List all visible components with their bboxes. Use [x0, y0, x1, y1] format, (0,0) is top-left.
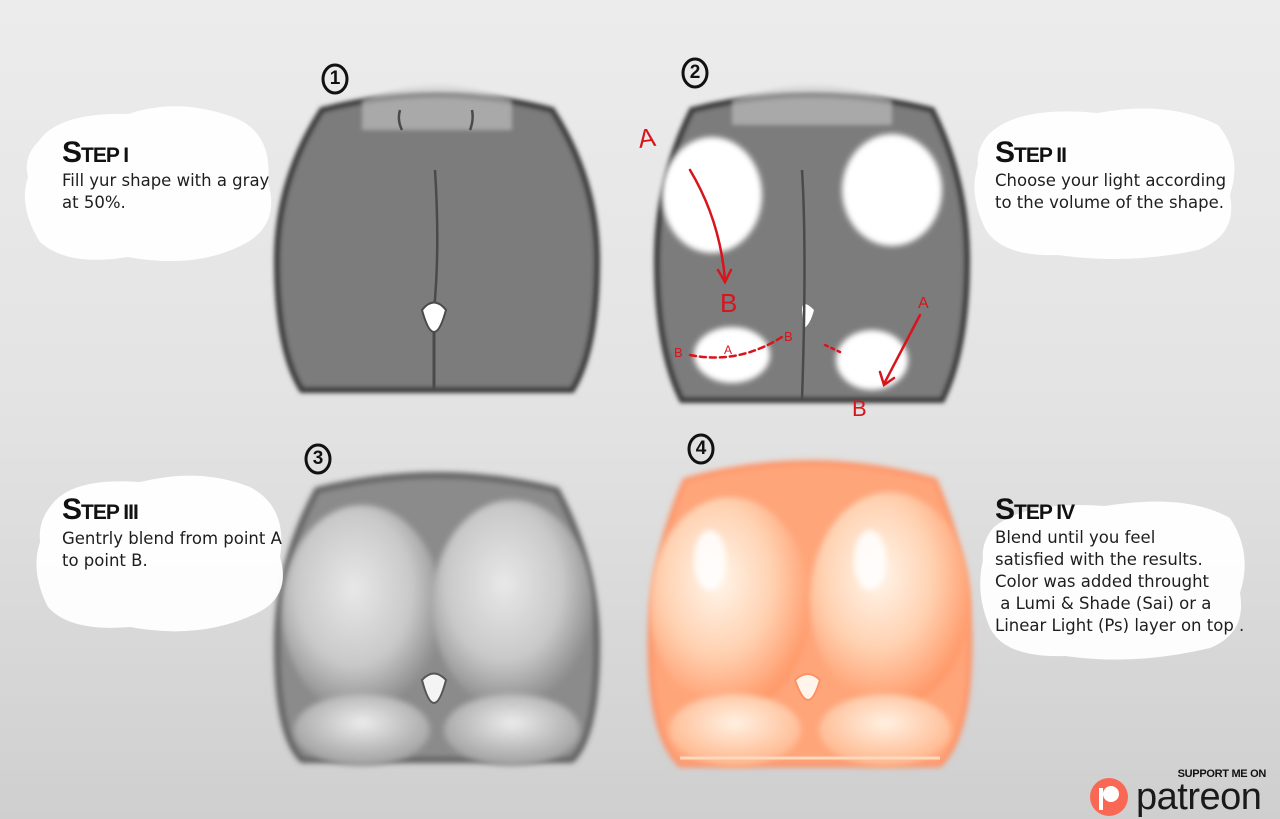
panel-step-4: [647, 460, 973, 767]
annotation-b-mid: B: [784, 329, 793, 344]
panel-step-3: [274, 472, 600, 766]
step-1-title: STEP I: [62, 136, 129, 169]
step-1-title-rest: TEP I: [81, 144, 129, 167]
annotation-b-small: B: [674, 345, 683, 360]
card-bg-step-3: [36, 475, 283, 632]
step-number-1: 1: [320, 62, 350, 96]
patreon-tagline: SUPPORT ME ON: [1177, 768, 1267, 780]
card-bg-step-4: [980, 501, 1245, 660]
card-bg-step-1: [24, 106, 272, 262]
step-3-title-cap: S: [62, 493, 82, 526]
number-circle-icon: [687, 433, 715, 465]
step-4-title: STEP IV: [995, 493, 1075, 526]
step-number-4-label: 4: [695, 438, 707, 459]
annotation-a-large: A: [635, 122, 657, 154]
patreon-badge[interactable]: SUPPORT ME ON patreon: [1088, 768, 1274, 818]
annotation-a-right: A: [918, 295, 929, 312]
patreon-wordmark: patreon: [1136, 776, 1262, 818]
panel-step-1: [273, 85, 601, 393]
step-2-title: STEP II: [995, 136, 1067, 169]
step-4-title-cap: S: [995, 493, 1015, 526]
annotation-b-bottom: B: [852, 396, 867, 421]
annotation-b-large: B: [720, 288, 737, 318]
annotation-a-small: A: [724, 343, 732, 357]
step-number-1-label: 1: [329, 68, 341, 89]
step-number-2-label: 2: [689, 62, 701, 83]
arrow-top-left: [688, 168, 727, 282]
step-1-title-cap: S: [62, 136, 82, 169]
panel-step-2: [653, 85, 971, 403]
step-4-body: Blend until you feel satisfied with the …: [995, 528, 1245, 635]
step-number-4: 4: [686, 432, 716, 466]
number-circle-icon: [321, 63, 349, 95]
step-3-title-rest: TEP III: [81, 501, 139, 524]
step-2-body: Choose your light according to the volum…: [995, 171, 1227, 212]
step-1-body: Fill yur shape with a gray at 50%.: [62, 171, 270, 212]
step-4-title-rest: TEP IV: [1014, 501, 1075, 524]
step-number-3-label: 3: [312, 448, 324, 469]
step-3-body: Gentrly blend from point A to point B.: [62, 529, 282, 570]
step-2-title-rest: TEP II: [1014, 144, 1067, 167]
card-bg-step-2: [974, 108, 1235, 259]
step-2-title-cap: S: [995, 136, 1015, 169]
arrow-bottom-right: [883, 313, 922, 384]
step-number-2: 2: [680, 56, 710, 90]
step-number-3: 3: [303, 442, 333, 476]
number-circle-icon: [681, 57, 709, 89]
patreon-logo-icon: [1090, 778, 1128, 816]
step-3-title: STEP III: [62, 493, 139, 526]
panel-2-annotations: [688, 168, 922, 388]
arrow-bottom-left: [688, 333, 787, 359]
number-circle-icon: [304, 443, 332, 475]
